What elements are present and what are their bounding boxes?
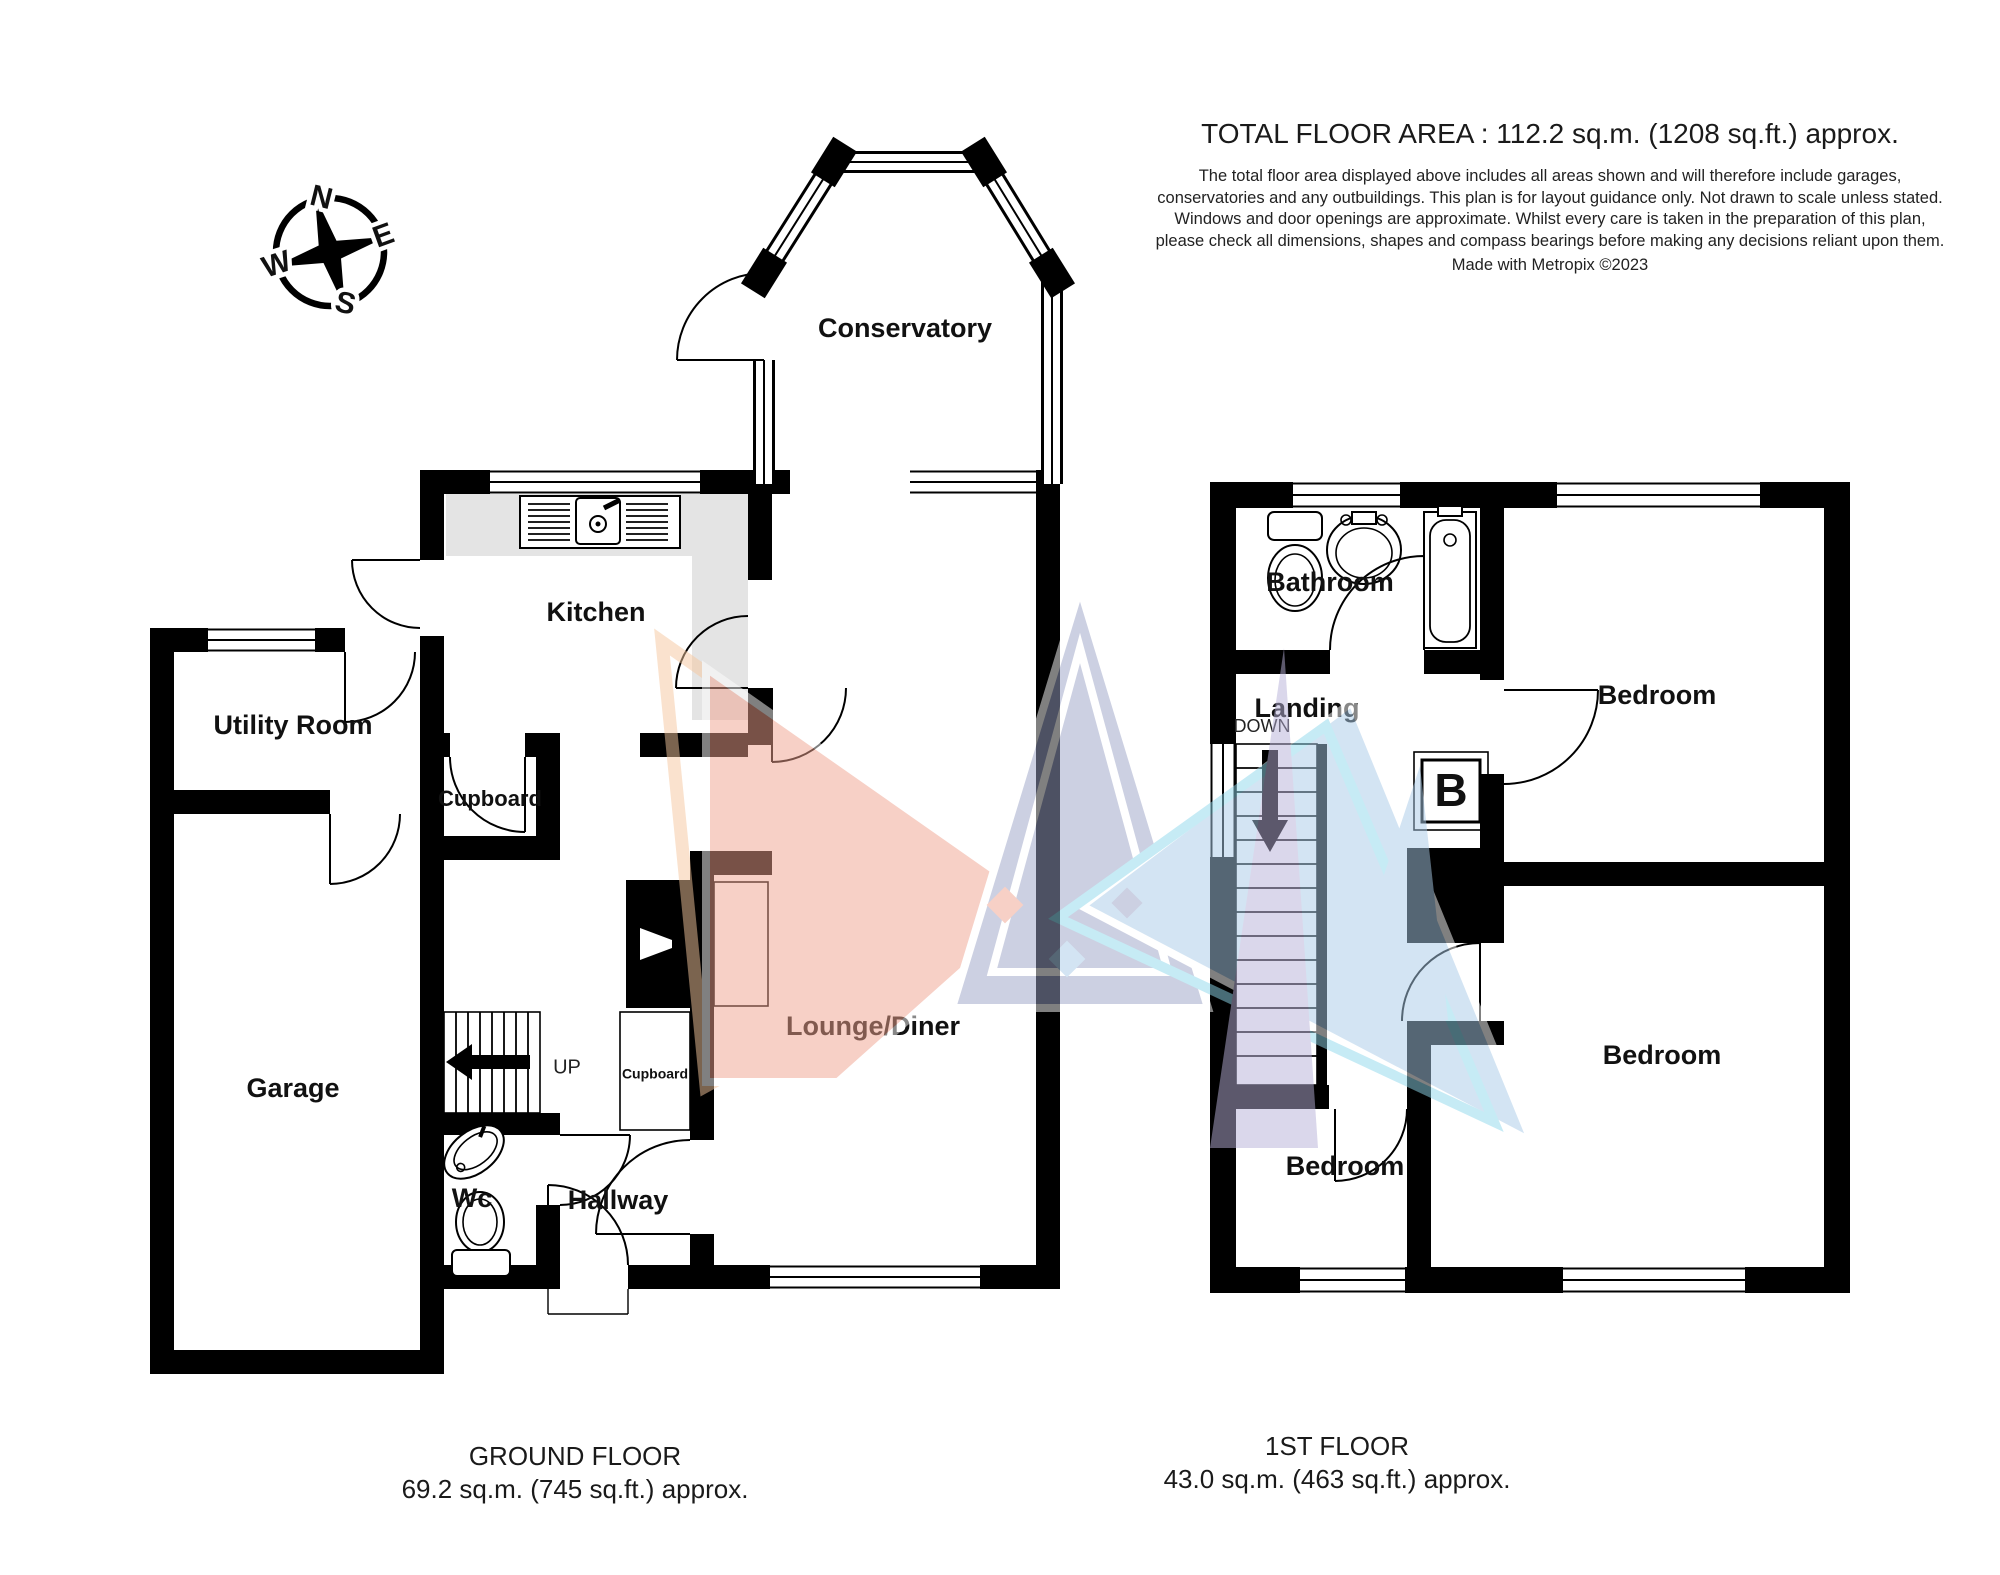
ground-floor-plan: Conservatory Kitchen Utility Room Cupboa… — [150, 136, 1076, 1374]
label-bedroom-1: Bedroom — [1598, 680, 1717, 710]
label-kitchen: Kitchen — [546, 597, 645, 627]
ground-windows — [208, 470, 1036, 1289]
ground-floor-area: 69.2 sq.m. (745 sq.ft.) approx. — [401, 1474, 749, 1504]
header: TOTAL FLOOR AREA : 112.2 sq.m. (1208 sq.… — [1150, 118, 1950, 275]
up-arrow-icon — [446, 1044, 472, 1080]
toilet-icon — [1267, 511, 1323, 612]
disclaimer-text: The total floor area displayed above inc… — [1155, 167, 1945, 250]
ground-doors — [329, 272, 847, 1315]
kitchen-counter — [446, 494, 748, 720]
label-garage: Garage — [246, 1073, 339, 1103]
bath-icon — [1423, 505, 1477, 649]
watermark-purple-inner — [986, 632, 1174, 976]
watermark-salmon-wing — [702, 660, 1047, 1086]
stairs-up — [443, 1011, 541, 1114]
label-up: UP — [553, 1056, 581, 1078]
compass-e: E — [368, 217, 398, 255]
first-windows — [1210, 482, 1760, 1293]
fireplace-opening — [640, 928, 672, 960]
first-floor-area: 43.0 sq.m. (463 sq.ft.) approx. — [1163, 1464, 1511, 1494]
label-wc: Wc — [452, 1183, 493, 1213]
label-bathroom: Bathroom — [1266, 567, 1394, 597]
compass-n: N — [307, 179, 336, 216]
first-doors — [1329, 555, 1599, 1182]
credit-text: Made with Metropix ©2023 — [1451, 256, 1649, 274]
first-floor-caption: 1ST FLOOR 43.0 sq.m. (463 sq.ft.) approx… — [1037, 1430, 1637, 1496]
watermark-blue-streak — [1336, 766, 1448, 1020]
metropix-watermark — [654, 574, 1540, 1151]
label-cupboard: Cupboard — [438, 786, 542, 811]
ground-floor-caption: GROUND FLOOR 69.2 sq.m. (745 sq.ft.) app… — [275, 1440, 875, 1506]
ground-floor-title: GROUND FLOOR — [468, 1441, 682, 1471]
basin-icon — [1326, 511, 1402, 585]
label-hallway: Hallway — [568, 1185, 669, 1215]
wc-toilet-icon — [451, 1191, 511, 1277]
wc-basin-icon — [443, 1124, 505, 1180]
label-conservatory: Conservatory — [818, 313, 992, 343]
label-boiler: B — [1434, 764, 1467, 816]
label-utility-room: Utility Room — [214, 710, 373, 740]
kitchen-sink-icon — [519, 495, 681, 549]
total-floor-area: TOTAL FLOOR AREA : 112.2 sq.m. (1208 sq.… — [1201, 118, 1899, 149]
compass-rose-icon: N E S W — [253, 174, 403, 326]
label-bedroom-3: Bedroom — [1286, 1151, 1405, 1181]
watermark-lavender-streak — [1210, 648, 1318, 1148]
conservatory-walls — [740, 136, 1076, 484]
label-stairs-cupboard: Cupboard — [622, 1066, 688, 1082]
watermark-diamond-2 — [1048, 940, 1086, 978]
first-floor-title: 1ST FLOOR — [1264, 1431, 1409, 1461]
watermark-diamond-1 — [986, 886, 1024, 924]
compass-s: S — [332, 285, 359, 322]
label-bedroom-2: Bedroom — [1603, 1040, 1722, 1070]
compass-w: W — [258, 244, 296, 284]
understair-cupboard-outline — [619, 1011, 691, 1131]
